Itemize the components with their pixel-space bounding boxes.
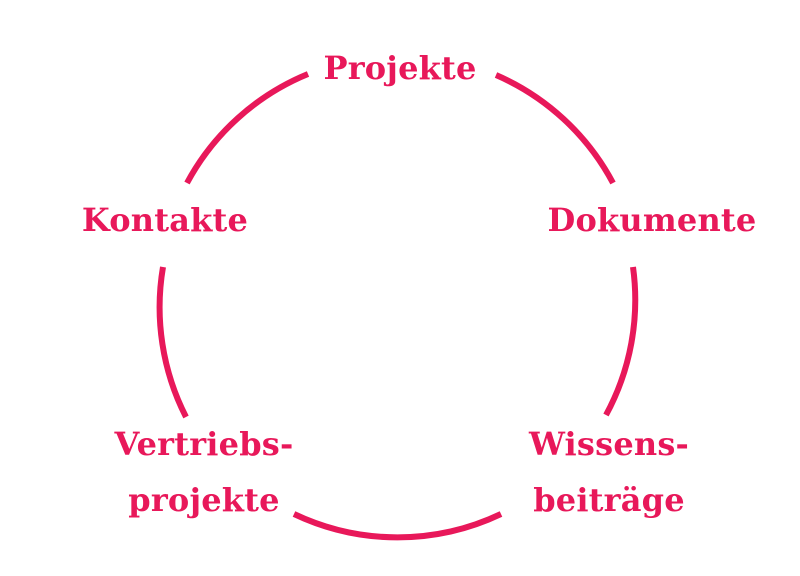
arc-vertrieb-kontakte [156,266,189,419]
node-wissensbeitraege-line-1: Wissens- [528,425,690,463]
node-vertriebsprojekte-line-1: Vertriebs- [114,425,294,463]
node-vertriebsprojekte-line-2: projekte [128,481,280,519]
node-dokumente: Dokumente [522,192,782,248]
node-projekte: Projekte [300,40,500,96]
node-wissensbeitraege-line-2: beiträge [533,481,685,519]
arc-kontakte-projekte [184,71,310,185]
node-kontakte-line-1: Kontakte [81,201,249,239]
arc-dokumente-wissen [603,266,639,417]
arc-wissen-vertrieb [292,511,503,541]
node-vertriebsprojekte: Vertriebs- projekte [84,416,324,528]
node-projekte-line-1: Projekte [323,49,477,87]
node-dokumente-line-1: Dokumente [547,201,757,239]
arc-projekte-dokumente [494,72,616,185]
node-wissensbeitraege: Wissens- beiträge [494,416,724,528]
node-kontakte: Kontakte [50,192,280,248]
